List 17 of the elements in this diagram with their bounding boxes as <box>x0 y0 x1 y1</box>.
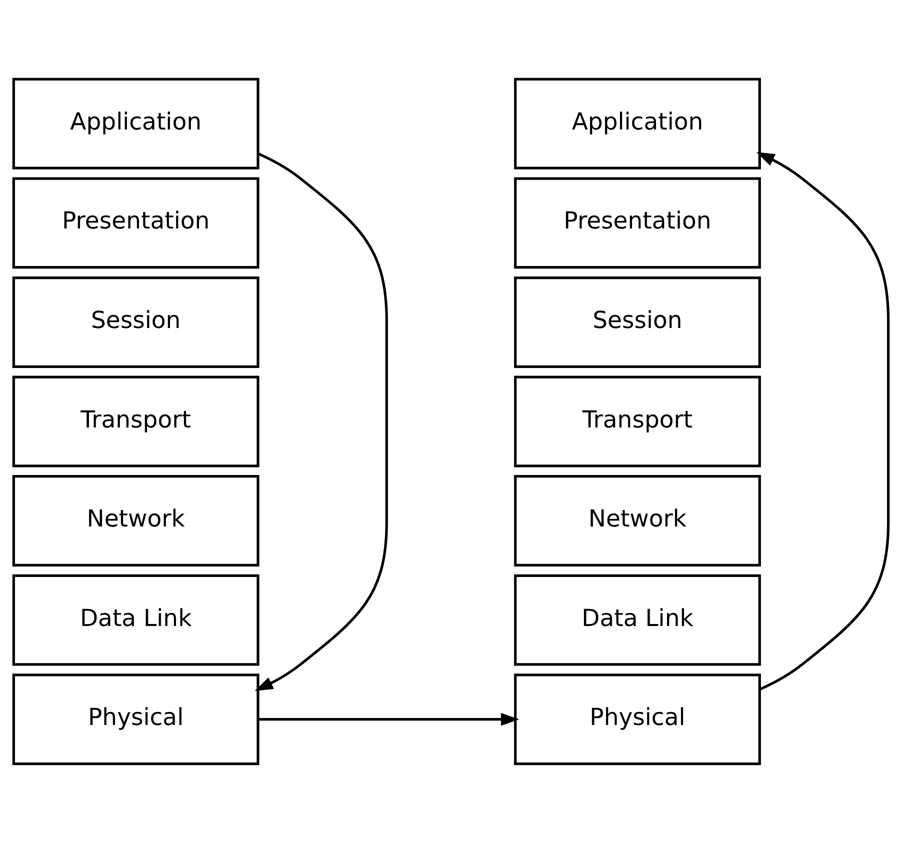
node-box: Network <box>12 475 260 567</box>
node-box: Physical <box>12 674 260 766</box>
node-box: Application <box>514 78 761 170</box>
node-box: Physical <box>514 674 761 766</box>
arrow <box>756 152 890 690</box>
node-box: Application <box>12 78 260 170</box>
node-box: Presentation <box>514 177 761 269</box>
node-box: Network <box>514 475 761 567</box>
node-box: Data Link <box>12 574 260 666</box>
arrow <box>258 712 520 726</box>
node-box: Transport <box>12 376 260 468</box>
node-box: Data Link <box>514 574 761 666</box>
arrow <box>254 152 388 691</box>
node-box: Presentation <box>12 177 260 269</box>
node-box: Transport <box>514 376 761 468</box>
node-box: Session <box>12 276 260 368</box>
node-box: Session <box>514 276 761 368</box>
